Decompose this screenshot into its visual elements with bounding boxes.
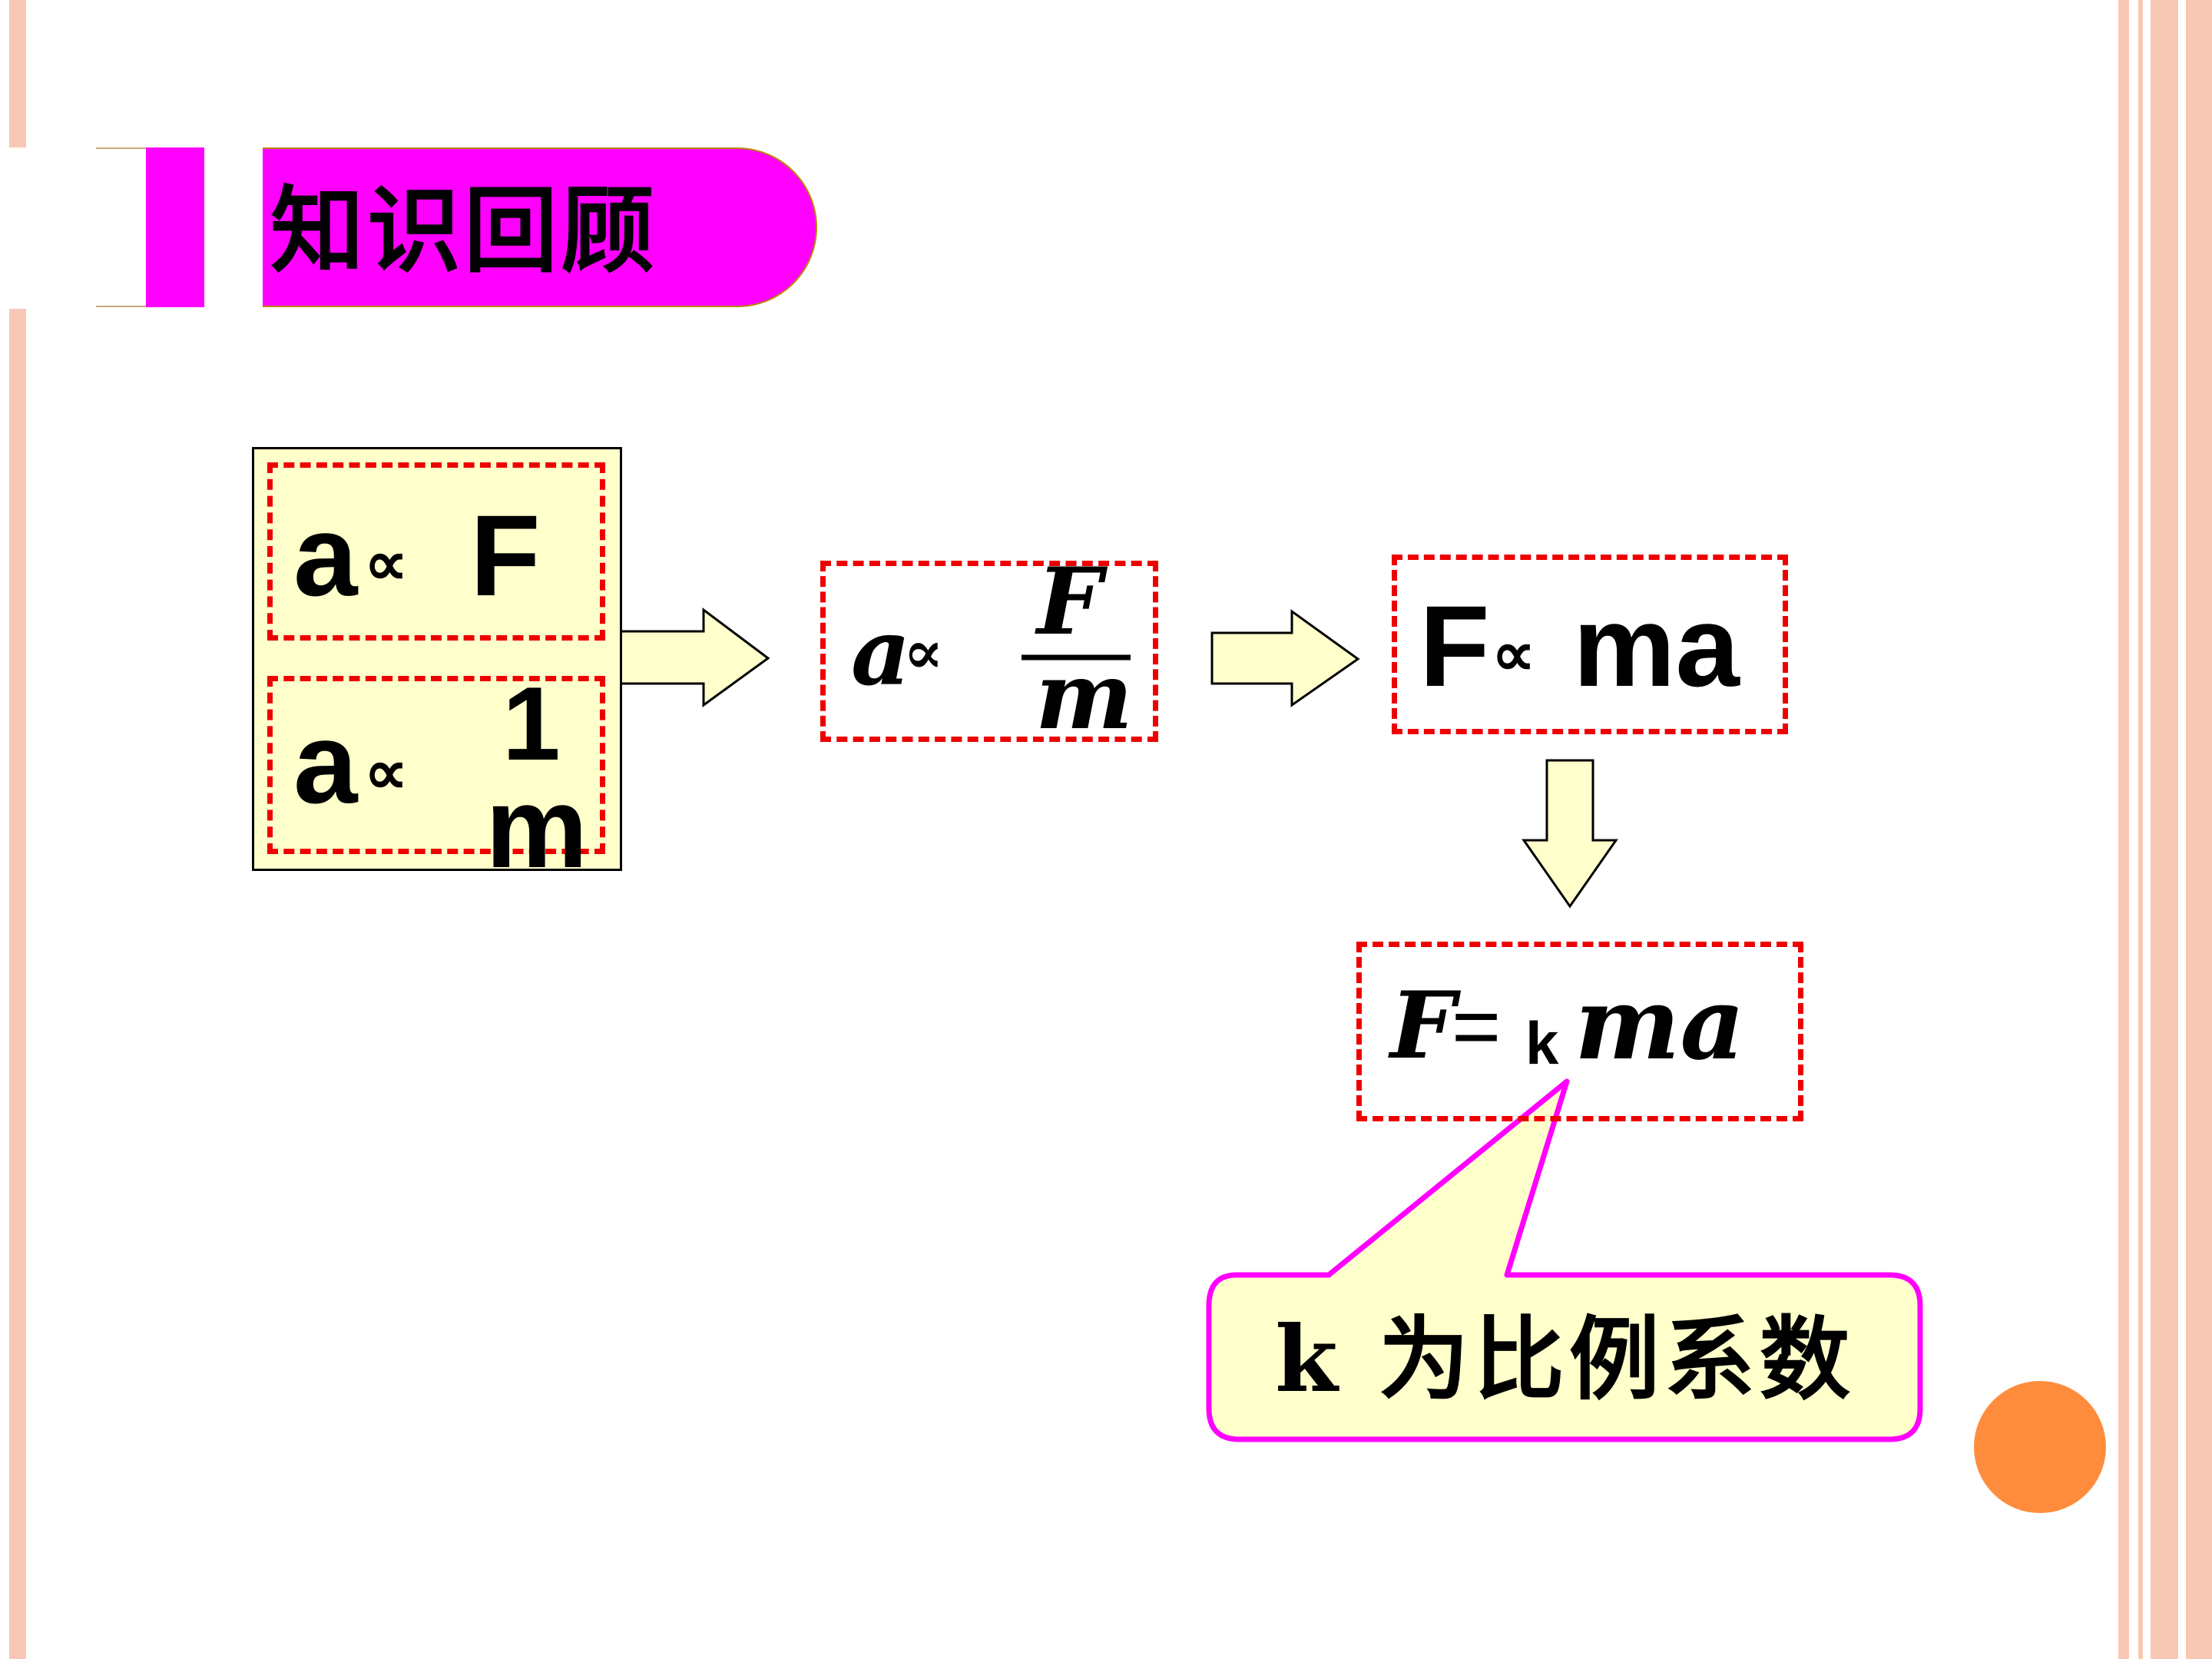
box4-ma: ma xyxy=(1573,581,1740,710)
box5-ma: ma xyxy=(1575,965,1745,1082)
box3-denominator: m xyxy=(1035,642,1133,750)
box1-prop-symbol: ∝ xyxy=(364,529,409,598)
box1-a: a xyxy=(293,491,358,620)
box5-equals: = xyxy=(1452,979,1502,1074)
box3-numerator: F xyxy=(1037,548,1103,656)
box2-a: a xyxy=(293,698,358,827)
box2-denominator: m xyxy=(485,763,588,892)
left-decor-stripe xyxy=(9,0,26,1659)
arrow-down xyxy=(1522,759,1618,909)
arrow-right-2 xyxy=(1210,609,1360,707)
left-decor-gap xyxy=(9,147,26,309)
title-bar-left xyxy=(96,147,146,307)
formula-box-a-prop-f xyxy=(267,462,605,641)
box3-a: a xyxy=(851,598,911,707)
formula-box-f-prop-ma xyxy=(1392,555,1788,734)
callout-label: k 为比例系数 xyxy=(1275,1306,1855,1412)
box5-k: k xyxy=(1525,1009,1559,1077)
decor-orange-circle xyxy=(1974,1381,2106,1513)
box4-prop-symbol: ∝ xyxy=(1492,620,1536,688)
right-decor-stripe xyxy=(2118,0,2129,1659)
formula-box-a-prop-inv-m xyxy=(267,676,605,854)
box5-f: F xyxy=(1390,972,1456,1080)
title-bar-accent xyxy=(146,147,204,307)
callout-bubble xyxy=(1206,1078,1923,1442)
formula-box-a-prop-f-over-m xyxy=(820,561,1158,742)
right-decor-stripe xyxy=(2186,0,2212,1659)
page-title: 知识回顾 xyxy=(270,175,657,286)
title-banner xyxy=(263,147,817,307)
arrow-right-1 xyxy=(619,608,770,707)
right-decor-stripe xyxy=(2151,0,2178,1659)
left-yellow-box xyxy=(252,447,622,871)
right-decor-stripe xyxy=(2138,0,2143,1659)
box3-prop-symbol: ∝ xyxy=(903,618,944,687)
formula-box-f-eq-kma xyxy=(1356,942,1803,1121)
box4-f: F xyxy=(1419,581,1490,710)
box2-prop-symbol: ∝ xyxy=(364,738,409,806)
box1-f: F xyxy=(470,491,541,620)
box2-numerator: 1 xyxy=(502,665,561,782)
